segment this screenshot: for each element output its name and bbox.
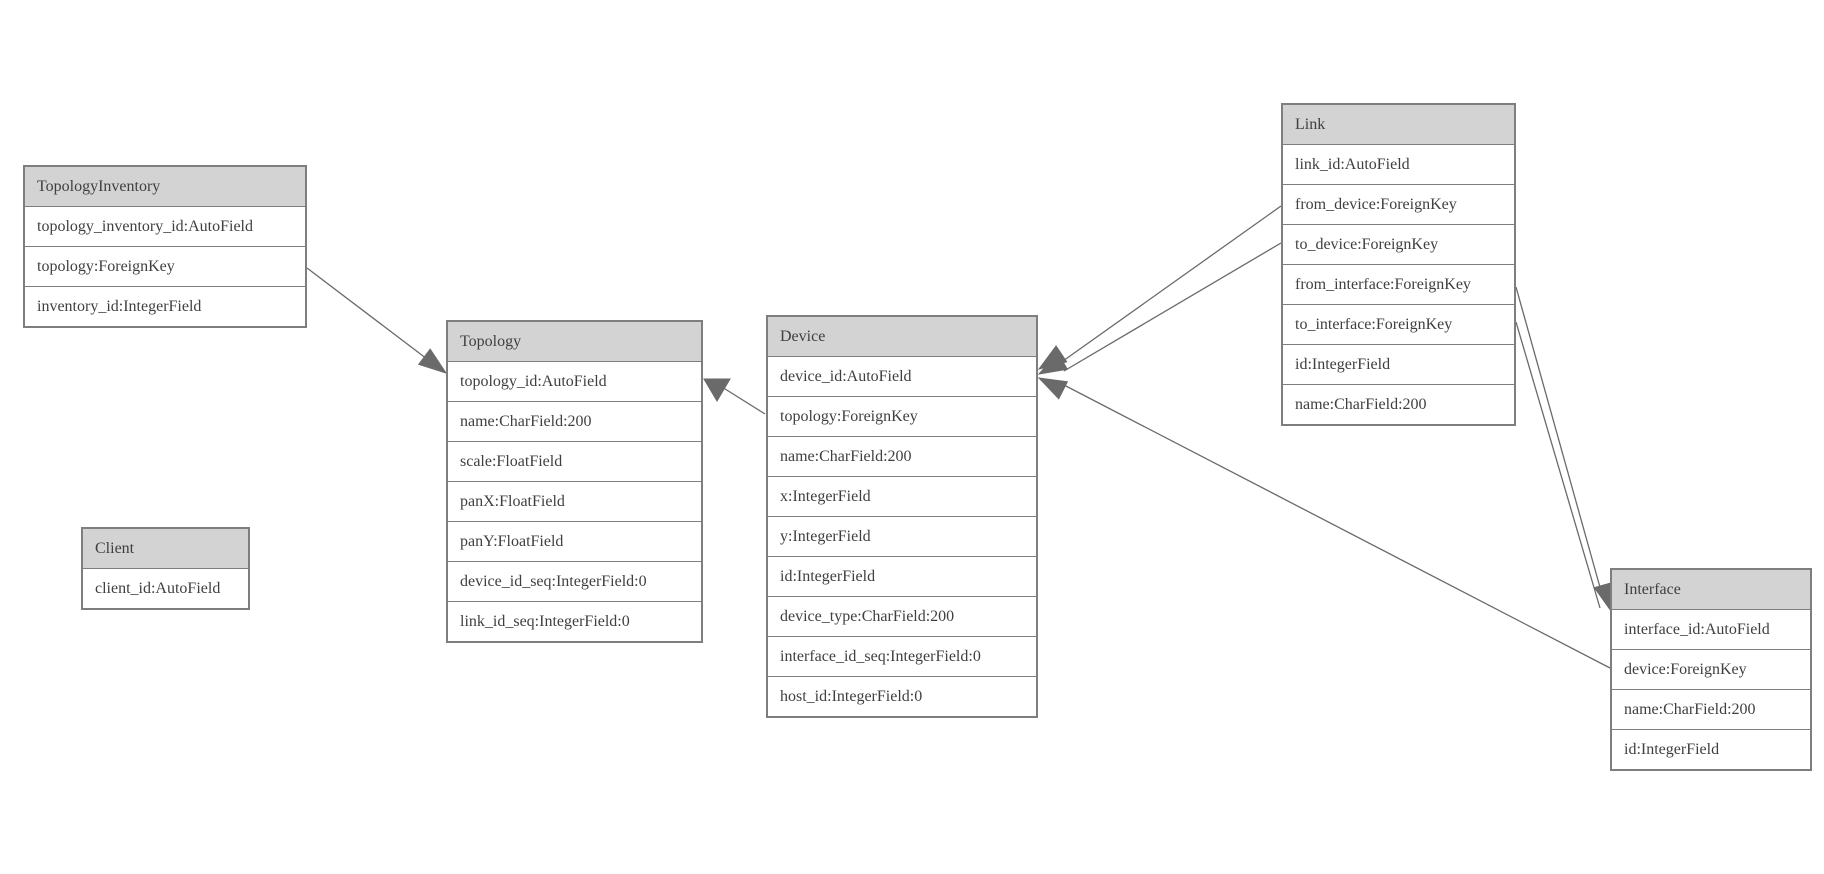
entity-field-device-2: name:CharField:200 xyxy=(768,437,1036,477)
entity-field-topology-inventory-2: inventory_id:IntegerField xyxy=(25,287,305,326)
edge-line-6 xyxy=(1063,384,1611,669)
entity-title-client: Client xyxy=(83,529,248,569)
entity-field-topology-inventory-1: topology:ForeignKey xyxy=(25,247,305,287)
edge-line-5 xyxy=(1515,321,1601,609)
edge-arrowhead-1 xyxy=(703,378,731,402)
edge-line-1 xyxy=(721,386,766,415)
edge-arrowhead-0 xyxy=(417,348,448,374)
entity-field-topology-inventory-0: topology_inventory_id:AutoField xyxy=(25,207,305,247)
entity-title-topology-inventory: TopologyInventory xyxy=(25,167,305,207)
entity-title-interface: Interface xyxy=(1612,570,1810,610)
edge-line-3 xyxy=(1063,242,1282,372)
entity-field-link-3: from_interface:ForeignKey xyxy=(1283,265,1514,305)
edge-line-0 xyxy=(306,267,428,360)
entity-field-device-6: device_type:CharField:200 xyxy=(768,597,1036,637)
edge-arrowhead-6 xyxy=(1037,377,1069,400)
entity-field-interface-2: name:CharField:200 xyxy=(1612,690,1810,730)
entity-title-topology: Topology xyxy=(448,322,701,362)
entity-field-topology-5: device_id_seq:IntegerField:0 xyxy=(448,562,701,602)
entity-field-link-4: to_interface:ForeignKey xyxy=(1283,305,1514,345)
entity-field-client-0: client_id:AutoField xyxy=(83,569,248,608)
entity-field-link-6: name:CharField:200 xyxy=(1283,385,1514,424)
edge-line-2 xyxy=(1062,205,1282,362)
entity-field-device-8: host_id:IntegerField:0 xyxy=(768,677,1036,716)
entity-field-topology-2: scale:FloatField xyxy=(448,442,701,482)
entity-field-link-1: from_device:ForeignKey xyxy=(1283,185,1514,225)
entity-field-device-5: id:IntegerField xyxy=(768,557,1036,597)
entity-field-topology-0: topology_id:AutoField xyxy=(448,362,701,402)
entity-field-interface-3: id:IntegerField xyxy=(1612,730,1810,769)
entity-field-link-0: link_id:AutoField xyxy=(1283,145,1514,185)
edge-line-4 xyxy=(1515,286,1604,599)
entity-field-device-7: interface_id_seq:IntegerField:0 xyxy=(768,637,1036,677)
entity-title-device: Device xyxy=(768,317,1036,357)
entity-field-topology-1: name:CharField:200 xyxy=(448,402,701,442)
entity-field-interface-1: device:ForeignKey xyxy=(1612,650,1810,690)
edge-arrowhead-3 xyxy=(1037,351,1069,375)
entity-field-topology-6: link_id_seq:IntegerField:0 xyxy=(448,602,701,641)
entity-field-device-1: topology:ForeignKey xyxy=(768,397,1036,437)
entity-field-topology-3: panX:FloatField xyxy=(448,482,701,522)
entity-field-link-2: to_device:ForeignKey xyxy=(1283,225,1514,265)
entity-field-link-5: id:IntegerField xyxy=(1283,345,1514,385)
entity-field-interface-0: interface_id:AutoField xyxy=(1612,610,1810,650)
entity-field-device-3: x:IntegerField xyxy=(768,477,1036,517)
entity-field-topology-4: panY:FloatField xyxy=(448,522,701,562)
entity-title-link: Link xyxy=(1283,105,1514,145)
entity-field-device-4: y:IntegerField xyxy=(768,517,1036,557)
entity-field-device-0: device_id:AutoField xyxy=(768,357,1036,397)
